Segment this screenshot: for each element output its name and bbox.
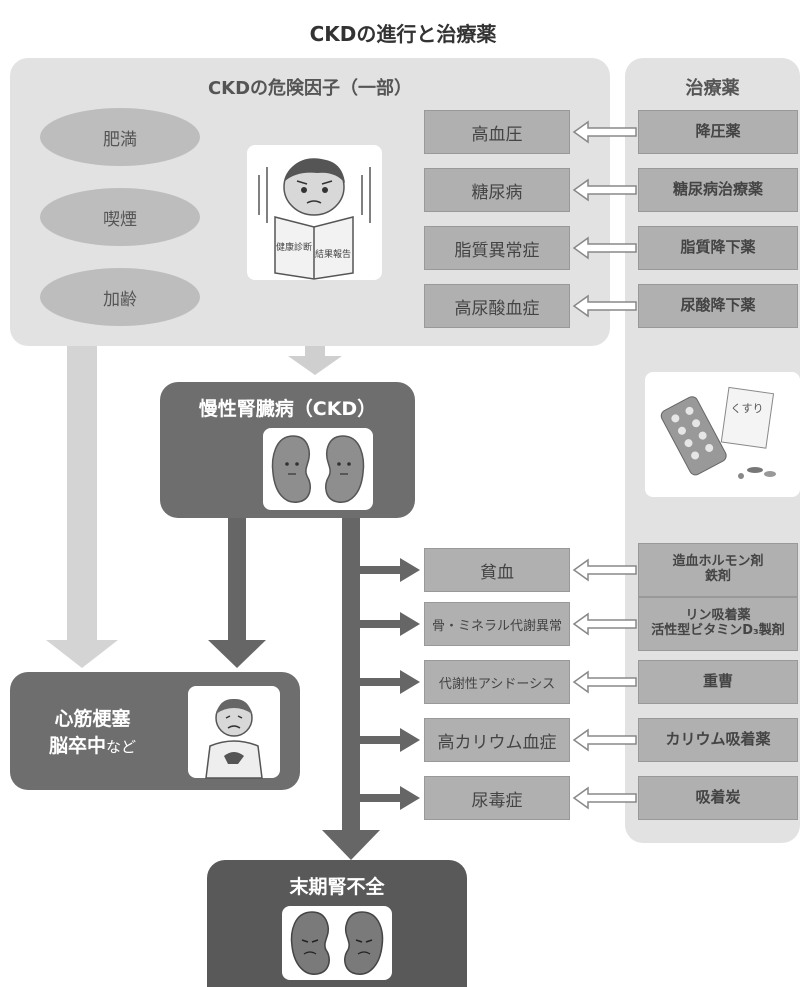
drug-mineral-line1: リン吸着薬 [685, 608, 751, 624]
risk-factor-obesity: 肥満 [40, 108, 200, 166]
cvd-line1: 心筋梗塞 [54, 708, 131, 730]
report-text-1: 健康診断 [276, 241, 312, 253]
esrd-label: 末期腎不全 [289, 876, 385, 898]
medicine-illustration: くすり [645, 372, 800, 497]
drug-lipid-lowering: 脂質降下薬 [638, 226, 798, 270]
cvd-line2: 脳卒中など [10, 733, 175, 760]
cvd-stroke: 脳卒中 [48, 734, 106, 757]
drug-mineral-line2: 活性型ビタミンD₃製剤 [651, 623, 785, 638]
page-title: CKDの進行と治療薬 [309, 22, 497, 46]
cvd-suffix: など [106, 737, 137, 756]
drug-acidosis: 重曹 [638, 660, 798, 704]
condition-diabetes: 糖尿病 [424, 168, 570, 212]
condition-mineral-bone-disorder: 骨・ミネラル代謝異常 [424, 602, 570, 646]
condition-hyperkalemia: 高カリウム血症 [424, 718, 570, 762]
condition-metabolic-acidosis: 代謝性アシドーシス [424, 660, 570, 704]
ckd-box: 慢性腎臓病（CKD） [160, 382, 415, 518]
drug-potassium-binder: カリウム吸着薬 [638, 718, 798, 762]
condition-hypertension: 高血圧 [424, 110, 570, 154]
treatment-panel-title: 治療薬 [685, 78, 740, 99]
drug-antihypertensive: 降圧薬 [638, 110, 798, 154]
report-text-2: 結果報告 [315, 248, 351, 260]
cvd-text: 心筋梗塞 脳卒中など [10, 706, 175, 759]
condition-uremia: 尿毒症 [424, 776, 570, 820]
risk-panel-title: CKDの危険因子（一部） [207, 78, 413, 99]
condition-anemia: 貧血 [424, 548, 570, 592]
kidney-illustration [263, 428, 373, 510]
failing-kidney-illustration [282, 906, 392, 980]
condition-dyslipidemia: 脂質異常症 [424, 226, 570, 270]
ckd-label: 慢性腎臓病（CKD） [198, 398, 377, 420]
drug-adsorbent-carbon: 吸着炭 [638, 776, 798, 820]
drug-anemia-line2: 鉄剤 [704, 569, 731, 584]
worried-man-illustration: 健康診断 結果報告 [247, 145, 382, 280]
medicine-label: くすり [731, 402, 764, 415]
drug-anemia: 造血ホルモン剤 鉄剤 [638, 543, 798, 597]
drug-anemia-line1: 造血ホルモン剤 [672, 554, 764, 570]
risk-factor-smoking: 喫煙 [40, 188, 200, 246]
chest-pain-illustration [188, 686, 280, 779]
esrd-box: 末期腎不全 [207, 860, 467, 987]
drug-diabetes: 糖尿病治療薬 [638, 168, 798, 212]
condition-hyperuricemia: 高尿酸血症 [424, 284, 570, 328]
drug-urate-lowering: 尿酸降下薬 [638, 284, 798, 328]
drug-mineral: リン吸着薬 活性型ビタミンD₃製剤 [638, 597, 798, 651]
cvd-box: 心筋梗塞 脳卒中など [10, 672, 300, 790]
risk-factor-aging: 加齢 [40, 268, 200, 326]
